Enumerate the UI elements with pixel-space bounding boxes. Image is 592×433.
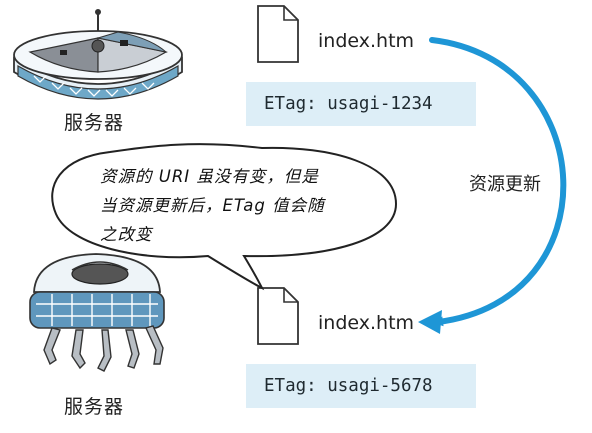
bubble-line-1: 资源的 URI 虽没有变，但是 xyxy=(100,167,319,186)
bottom-etag-box: ETag: usagi-5678 xyxy=(246,364,476,408)
top-server-illustration xyxy=(13,9,183,100)
bottom-file-icon xyxy=(257,287,299,345)
top-server-label: 服务器 xyxy=(64,112,125,134)
update-arrow-label: 资源更新 xyxy=(469,174,541,195)
top-etag-value: ETag: usagi-1234 xyxy=(264,94,433,114)
bubble-line-3: 之改变 xyxy=(100,225,153,244)
top-file-icon xyxy=(257,5,299,63)
speech-bubble-shape xyxy=(51,143,398,291)
speech-bubble-text: 资源的 URI 虽没有变，但是 当资源更新后，ETag 值会随 之改变 xyxy=(100,162,325,249)
arrow-head-icon xyxy=(418,310,442,334)
bottom-file-name: index.htm xyxy=(318,312,415,334)
bottom-server-label: 服务器 xyxy=(64,396,125,418)
bottom-etag-value: ETag: usagi-5678 xyxy=(264,376,433,396)
top-etag-box: ETag: usagi-1234 xyxy=(246,82,476,126)
update-arrow xyxy=(429,37,567,327)
bubble-line-2: 当资源更新后，ETag 值会随 xyxy=(100,196,325,215)
top-file-name: index.htm xyxy=(318,30,415,52)
bottom-server-illustration xyxy=(29,253,165,372)
